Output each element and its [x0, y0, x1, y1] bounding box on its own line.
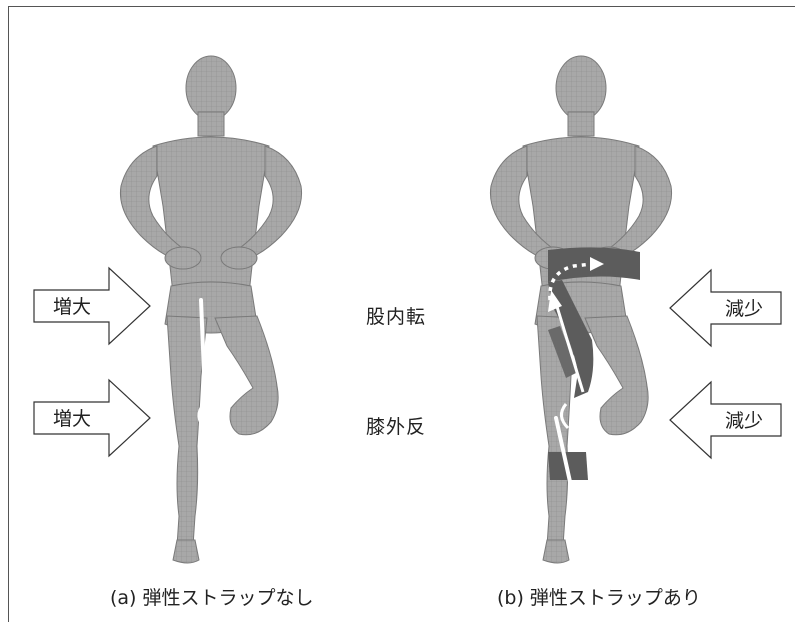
arrow-left-bottom: 増大 [34, 380, 150, 456]
arrow-right-bottom: 減少 [670, 382, 781, 458]
arrow-left-top: 増大 [34, 268, 150, 344]
knee-valgus-label: 膝外反 [366, 412, 426, 439]
caption-b: (b) 弾性ストラップあり [497, 583, 701, 610]
arrow-right-top-label: 減少 [725, 298, 763, 320]
arrow-left-bottom-label: 増大 [53, 408, 91, 430]
caption-a: (a) 弾性ストラップなし [110, 583, 314, 610]
figure-a [120, 56, 301, 563]
arrow-right-bottom-label: 減少 [725, 410, 763, 432]
arrow-left-top-label: 増大 [53, 296, 91, 318]
hip-adduction-label: 股内転 [366, 302, 426, 329]
figure-b [490, 56, 671, 563]
arrow-right-top: 減少 [670, 270, 781, 346]
